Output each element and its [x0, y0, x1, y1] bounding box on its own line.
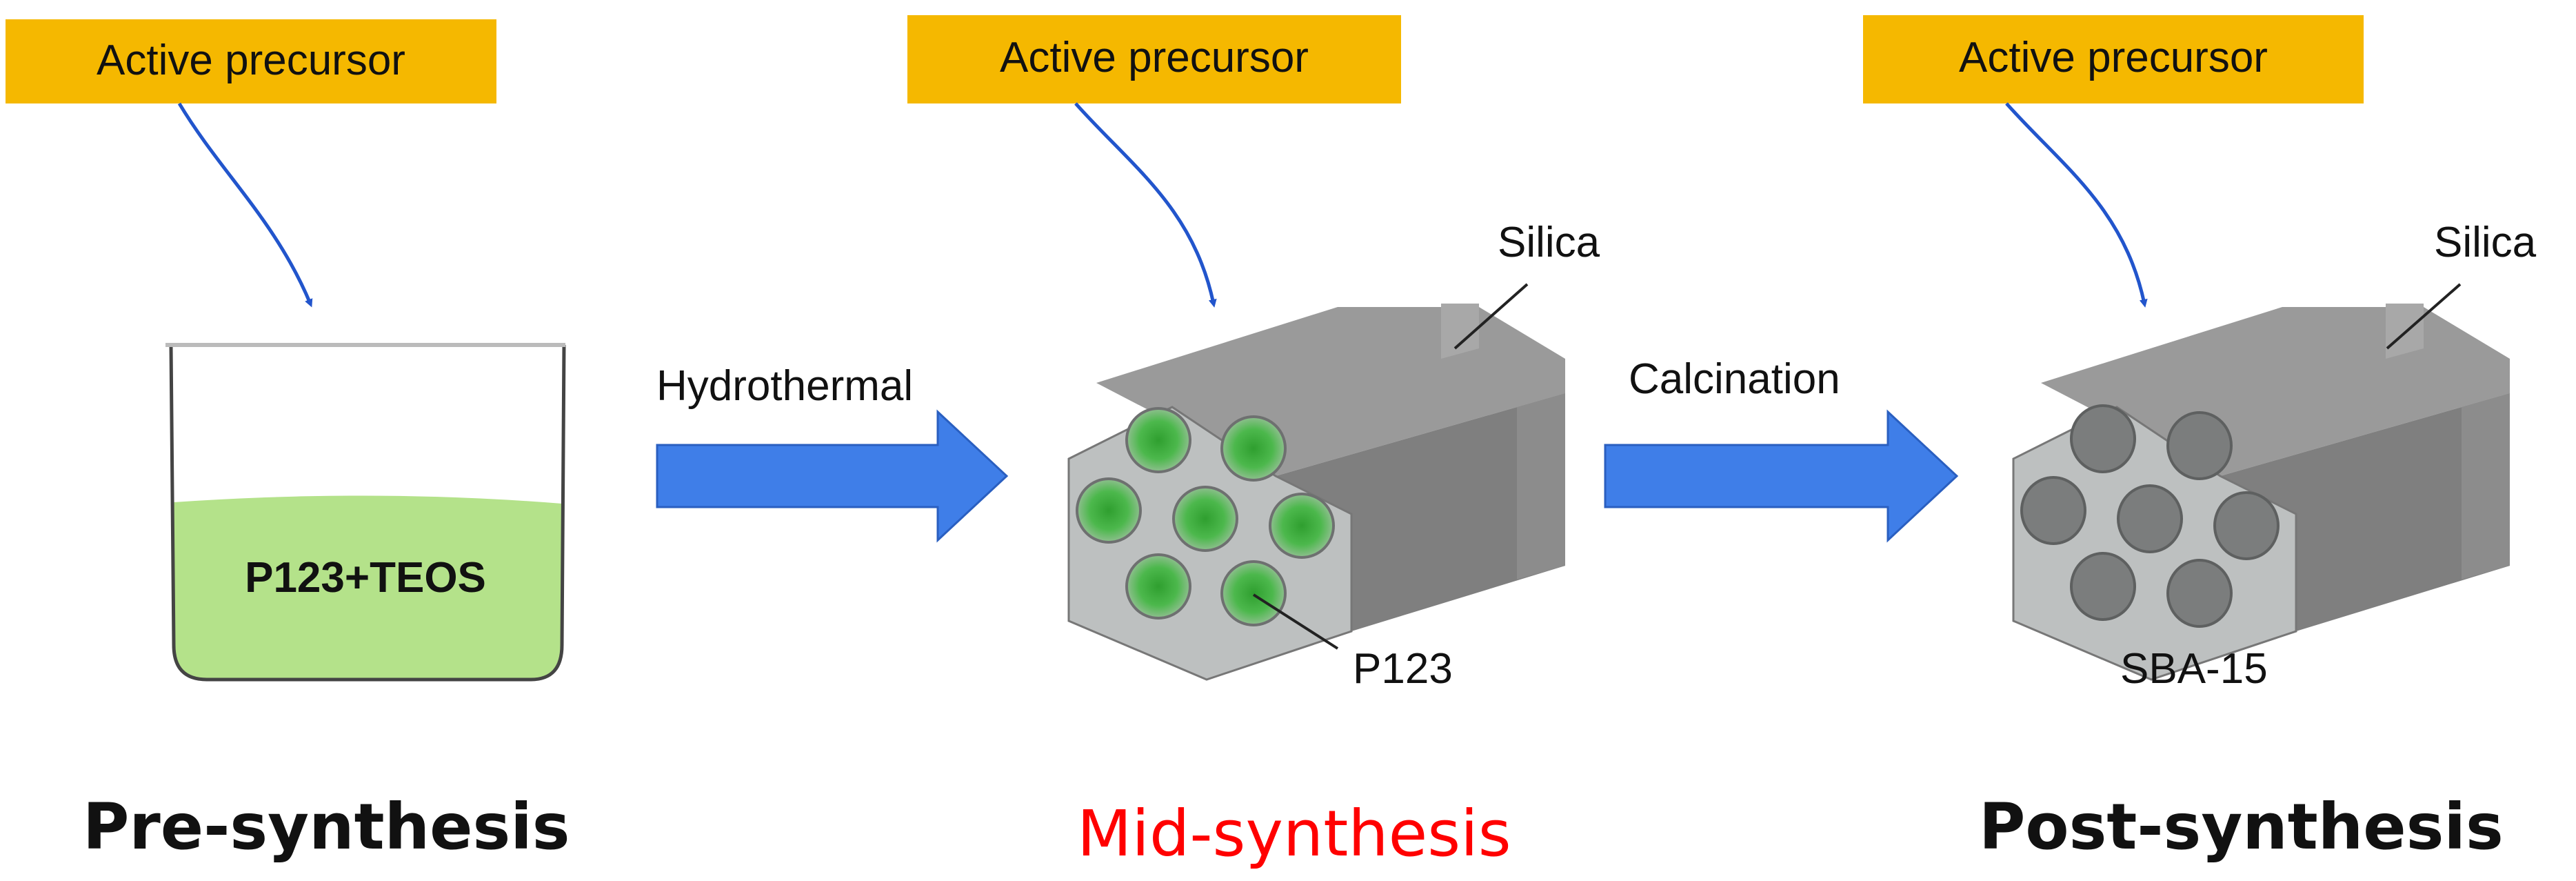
precursor-box-mid: Active precursor	[907, 15, 1401, 103]
p123-pores	[1076, 407, 1335, 626]
beaker-glass	[169, 344, 566, 682]
stage-title-pre: Pre-synthesis	[83, 790, 570, 864]
precursor-box-post: Active precursor	[1863, 15, 2364, 103]
curve-arrow-post	[2005, 102, 2148, 308]
calcination-label: Calcination	[1629, 355, 1840, 403]
precursor-label-pre: Active precursor	[97, 37, 405, 84]
silica-label-mid: Silica	[1498, 219, 1600, 266]
beaker-solution	[174, 495, 562, 680]
stage-title-post: Post-synthesis	[1979, 790, 2504, 864]
hydrothermal-arrow: Hydrothermal	[656, 362, 1009, 543]
precursor-box-pre: Active precursor	[6, 19, 496, 103]
silica-structure-mid: Silica P123	[1067, 219, 1600, 693]
silica-pointer-post	[2386, 283, 2462, 350]
p123-pointer	[1252, 593, 1339, 650]
silica-label-post: Silica	[2434, 219, 2537, 266]
beaker: P123+TEOS	[165, 343, 566, 682]
empty-pores	[2020, 404, 2280, 628]
stage-title-mid: Mid-synthesis	[1077, 797, 1511, 871]
curve-arrow-mid	[1074, 102, 1217, 308]
p123-label: P123	[1353, 645, 1453, 693]
precursor-label-mid: Active precursor	[1000, 34, 1309, 81]
sba15-label: SBA-15	[2120, 645, 2268, 693]
precursor-label-post: Active precursor	[1959, 34, 2268, 81]
curve-arrow-pre	[177, 102, 313, 308]
silica-structure-post: Silica SBA-15	[2012, 219, 2537, 693]
hydrothermal-label: Hydrothermal	[656, 362, 913, 410]
silica-pointer-mid	[1453, 283, 1529, 350]
calcination-arrow: Calcination	[1604, 355, 1959, 543]
beaker-label: P123+TEOS	[245, 554, 486, 602]
